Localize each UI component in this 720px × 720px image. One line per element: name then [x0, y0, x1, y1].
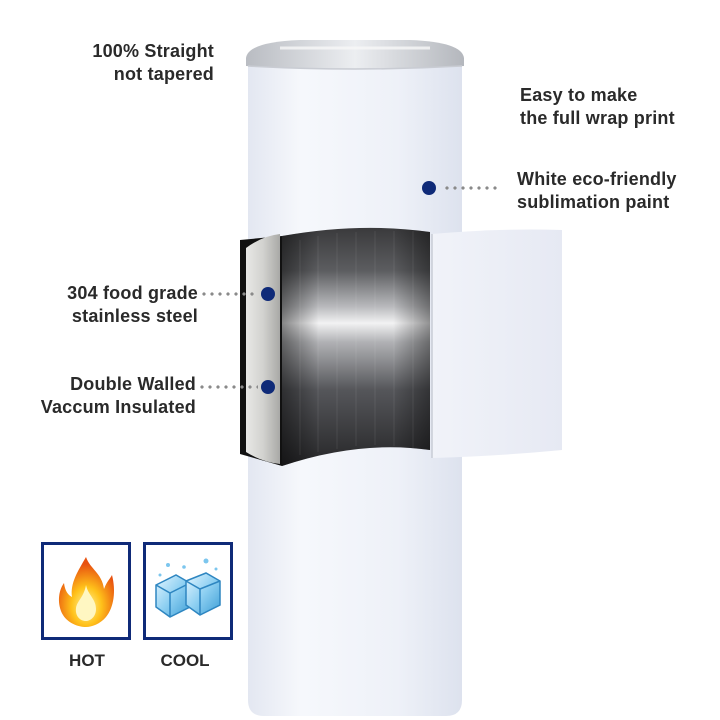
tumbler-lid — [246, 40, 464, 69]
callout-straight-line2: not tapered — [113, 64, 214, 84]
callout-steel-line2: stainless steel — [71, 306, 198, 326]
callout-walled-line2: Vaccum Insulated — [40, 397, 196, 417]
steel-dotted-leader — [200, 292, 258, 296]
callout-straight-line1: 100% Straight — [92, 41, 214, 61]
callout-paint-line1: White eco-friendly — [517, 169, 677, 189]
cool-badge — [143, 542, 233, 640]
callout-steel: 304 food grade stainless steel — [30, 282, 198, 328]
steel-marker-dot — [261, 287, 275, 301]
walled-dotted-leader — [198, 385, 258, 389]
callout-wrap-line1: Easy to make — [520, 85, 638, 105]
callout-paint: White eco-friendly sublimation paint — [517, 168, 717, 214]
callout-wrap-line2: the full wrap print — [520, 108, 675, 128]
hot-badge — [41, 542, 131, 640]
ice-cubes-icon — [155, 558, 221, 618]
callout-wrap: Easy to make the full wrap print — [520, 84, 720, 130]
paint-marker-dot — [422, 181, 436, 195]
callout-steel-line1: 304 food grade — [67, 283, 198, 303]
callout-straight: 100% Straight not tapered — [40, 40, 214, 86]
inner-wall — [246, 234, 280, 464]
paint-layer-flap — [432, 229, 562, 458]
callout-paint-line2: sublimation paint — [517, 192, 670, 212]
walled-marker-dot — [261, 380, 275, 394]
fire-icon — [58, 557, 114, 627]
callout-walled: Double Walled Vaccum Insulated — [10, 373, 196, 419]
hot-label: HOT — [69, 651, 105, 670]
cool-label: COOL — [160, 651, 210, 670]
callout-walled-line1: Double Walled — [70, 374, 196, 394]
paint-dotted-leader — [443, 186, 499, 190]
